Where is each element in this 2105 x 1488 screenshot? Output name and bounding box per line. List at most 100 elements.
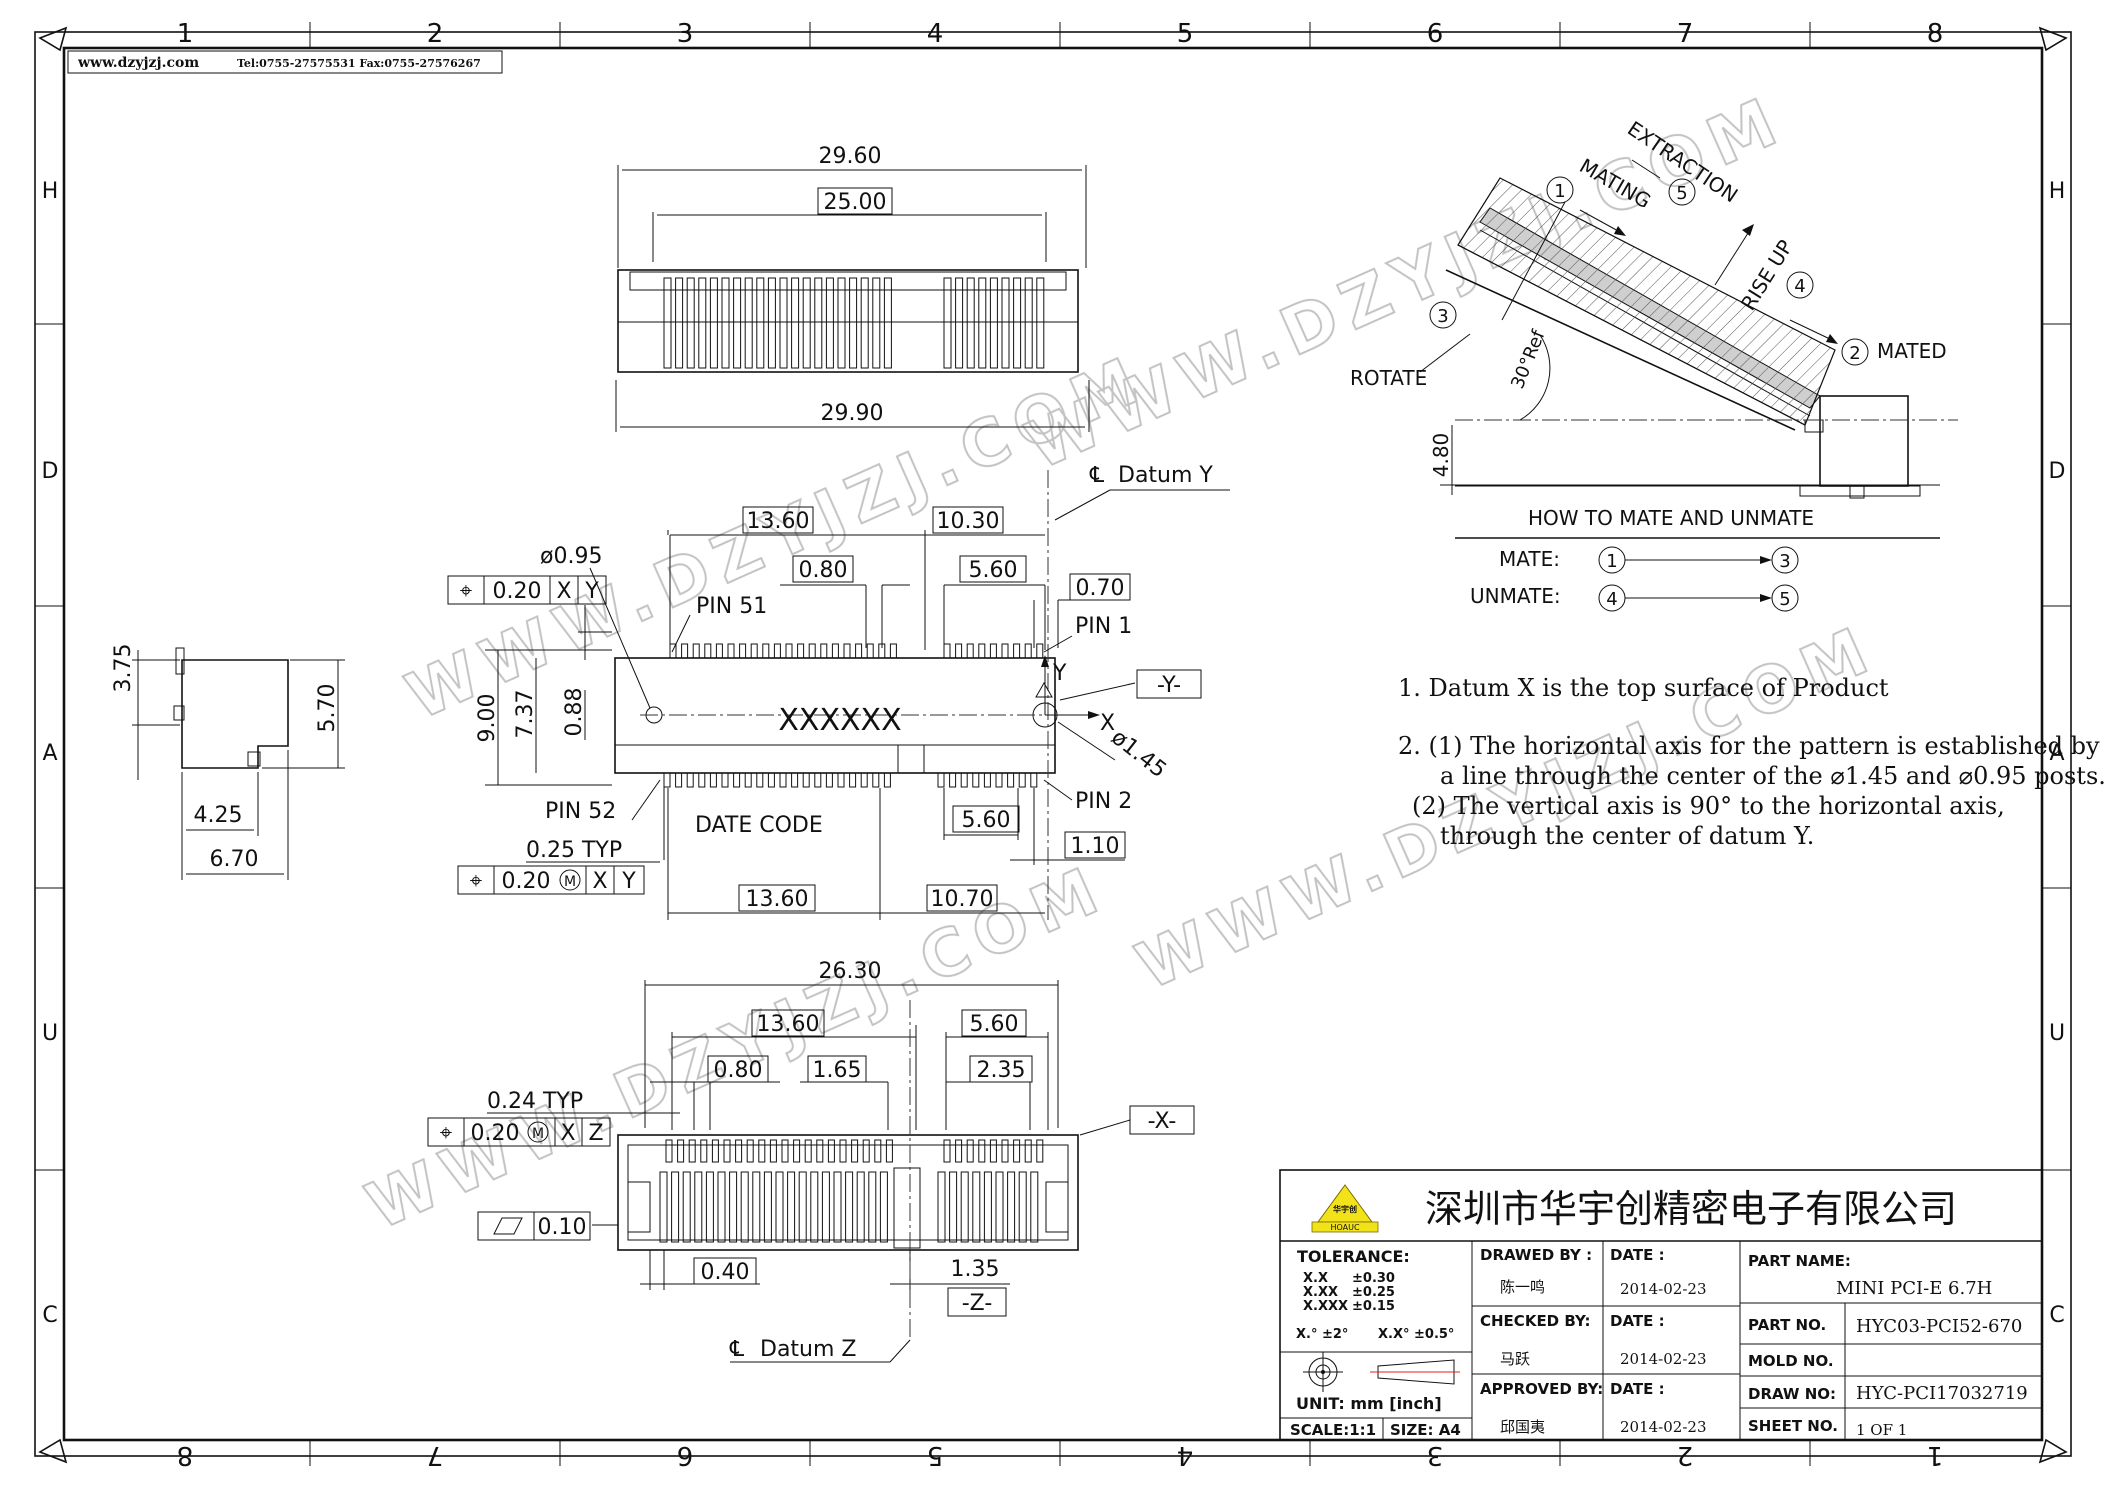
- dim-0-40: 0.40: [701, 1260, 750, 1285]
- front-bottom-pin: [1007, 772, 1015, 788]
- bottom-view-contact: [798, 1171, 807, 1243]
- watermark-text: WWW.DZYJZJ.COM: [396, 342, 1157, 735]
- fcf2-tolerance: 0.20: [502, 869, 551, 894]
- dim-29-90: 29.90: [821, 401, 884, 426]
- position-tolerance-icon: ⌖: [440, 1121, 452, 1146]
- mate-to: 3: [1779, 551, 1790, 572]
- tolerance-label: TOLERANCE:: [1297, 1247, 1410, 1266]
- front-top-pin: [978, 643, 986, 659]
- contact-info: Tel:0755-27575531 Fax:0755-27576267: [237, 57, 481, 70]
- top-view-contact: [767, 277, 776, 369]
- front-top-pin: [820, 643, 828, 659]
- zone-col-bottom: 2: [1677, 1440, 1694, 1470]
- top-view-contacts: [663, 277, 1045, 369]
- angle-tol-1: X.° ±2°: [1296, 1327, 1348, 1342]
- bottom-view-pin: [874, 1139, 882, 1163]
- note-1: 1. Datum X is the top surface of Product: [1398, 674, 1889, 702]
- front-top-pin: [762, 643, 770, 659]
- website-link[interactable]: www.dzyjzj.com: [77, 55, 199, 71]
- zone-row-left: U: [42, 1021, 58, 1046]
- part-marking: XXXXXX: [778, 703, 901, 738]
- sheet-no: 1 OF 1: [1856, 1421, 1907, 1439]
- step-1: 1: [1554, 181, 1565, 202]
- front-bottom-pin: [872, 772, 880, 788]
- zone-col-bottom: 4: [1177, 1440, 1194, 1470]
- step-1-circle-icon: [1546, 176, 1574, 204]
- unit-label: UNIT: mm [inch]: [1296, 1394, 1442, 1413]
- date-drawed: 2014-02-23: [1620, 1280, 1706, 1298]
- front-top-pin: [989, 643, 997, 659]
- front-top-pin: [1024, 643, 1032, 659]
- bottom-view-contacts: [659, 1139, 1044, 1243]
- bottom-view-pin: [769, 1139, 777, 1163]
- dim-9-00: 9.00: [475, 694, 500, 743]
- dim-1-35: 1.35: [951, 1257, 1000, 1282]
- dim-0-80-bottomview: 0.80: [714, 1058, 763, 1083]
- bottom-view-contact: [682, 1171, 691, 1243]
- bottom-view-pin: [688, 1139, 696, 1163]
- top-view-contact: [860, 277, 869, 369]
- bottom-view-contact: [983, 1171, 992, 1243]
- bottom-view-pin: [665, 1139, 673, 1163]
- part-name-label: PART NAME:: [1748, 1252, 1851, 1270]
- datum-z-label: Datum Z: [760, 1337, 857, 1362]
- front-bottom-pin: [972, 772, 980, 788]
- dim-29-60: 29.60: [819, 144, 882, 169]
- tol-row-label: X.XXX: [1303, 1299, 1348, 1314]
- drawed-by-label: DRAWED BY :: [1480, 1246, 1592, 1264]
- unmate-from: 4: [1606, 589, 1617, 610]
- dim-25-00-basic: 25.00: [824, 190, 887, 215]
- top-view-contact: [1001, 277, 1010, 369]
- bottom-view-pin: [839, 1139, 847, 1163]
- top-view-contact: [779, 277, 788, 369]
- dim-4-80: 4.80: [1429, 433, 1453, 478]
- top-view-contact: [1036, 277, 1045, 369]
- zone-col-bottom: 8: [177, 1440, 194, 1470]
- zone-col-bottom: 3: [1427, 1440, 1444, 1470]
- front-bottom-pin: [675, 772, 683, 788]
- front-bottom-pin: [1018, 772, 1026, 788]
- front-bottom-pin: [779, 772, 787, 788]
- bottom-view-contact: [752, 1171, 761, 1243]
- zone-row-right: C: [2049, 1303, 2064, 1328]
- zone-col-top: 6: [1427, 19, 1444, 49]
- bottom-view-pin: [943, 1139, 951, 1163]
- date-label: DATE :: [1610, 1380, 1665, 1398]
- mate-from: 1: [1606, 551, 1617, 572]
- checked-by-name: 马跃: [1500, 1350, 1530, 1368]
- step-3: 3: [1437, 306, 1448, 327]
- typ-0-25: 0.25 TYP: [526, 838, 622, 863]
- bottom-view-pin: [851, 1139, 859, 1163]
- dim-2-35: 2.35: [977, 1058, 1026, 1083]
- fcf1-ref-y: Y: [584, 579, 599, 604]
- bottom-view-contact: [787, 1171, 796, 1243]
- datum-triangle-icon: [1035, 681, 1053, 698]
- top-view-contact: [1013, 277, 1022, 369]
- front-bottom-pin: [802, 772, 810, 788]
- dim-0-88: 0.88: [562, 688, 587, 737]
- zone-row-right: D: [2049, 459, 2066, 484]
- step-5-circle-icon: [1668, 178, 1696, 206]
- zone-row-right: U: [2049, 1021, 2065, 1046]
- fcf3-ref-z: Z: [588, 1121, 603, 1146]
- front-top-pin: [692, 643, 700, 659]
- bottom-view-pin: [735, 1139, 743, 1163]
- position-tolerance-icon: ⌖: [470, 869, 482, 894]
- bottom-view-pin: [955, 1139, 963, 1163]
- datum-z-centerline-icon: ℄: [729, 1337, 745, 1362]
- mmc-modifier-icon: [527, 1121, 549, 1143]
- dim-3-75-side: 3.75: [111, 644, 136, 693]
- front-bottom-pin: [791, 772, 799, 788]
- tol-row-label: X.XX: [1303, 1285, 1338, 1300]
- top-view-contact: [978, 277, 987, 369]
- front-top-pin: [808, 643, 816, 659]
- front-top-pin: [785, 643, 793, 659]
- bottom-view-pin: [711, 1139, 719, 1163]
- date-approved: 2014-02-23: [1620, 1418, 1706, 1436]
- bottom-view-contact: [879, 1171, 888, 1243]
- top-view-contact: [721, 277, 730, 369]
- front-top-pin: [843, 643, 851, 659]
- front-bottom-pin: [733, 772, 741, 788]
- front-top-pin: [866, 643, 874, 659]
- bottom-view-contact: [960, 1171, 969, 1243]
